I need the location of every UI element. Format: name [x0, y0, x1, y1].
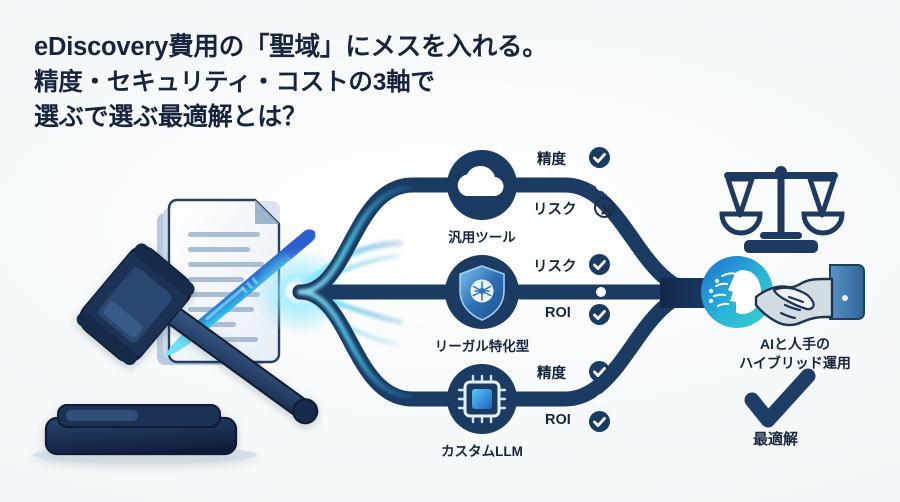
- branch-label-legal-specialized: リーガル特化型: [434, 339, 530, 354]
- title-line-2: 精度・セキュリティ・コストの3軸で: [34, 69, 435, 96]
- check-circle-icon: [589, 147, 610, 168]
- title-line-1: eDiscovery費用の「聖域」にメスを入れる。: [34, 33, 548, 61]
- document-stack-icon: [157, 198, 281, 365]
- branch-label-custom-llm: カスタムLLM: [441, 444, 523, 459]
- cpu-chip-icon: [457, 374, 507, 424]
- ai-human-handshake-icon: [660, 256, 865, 328]
- scales-of-justice-icon: [719, 166, 845, 253]
- branch-node-legal-specialized[interactable]: [445, 255, 519, 329]
- metric-label-general-tool-0: 精度: [537, 152, 566, 168]
- outcome-label-line-1: AIと人手の: [760, 336, 830, 352]
- metric-label-legal-specialized-1: ROI: [545, 305, 571, 321]
- check-circle-icon: [589, 304, 610, 325]
- source-illustration: [33, 198, 416, 464]
- cloud-icon: [457, 165, 504, 197]
- branch-node-custom-llm[interactable]: [447, 364, 517, 434]
- shield-brain-icon: [459, 265, 505, 321]
- metric-label-custom-llm-0: 精度: [537, 366, 566, 382]
- title-line-3: 選ぶで選ぶ最適解とは？: [34, 103, 307, 131]
- conclusion-label: 最適解: [753, 431, 799, 448]
- outcome-label-line-2: ハイブリッド運用: [739, 355, 851, 371]
- branch-node-general-tool[interactable]: [447, 150, 517, 220]
- check-circle-icon: [589, 254, 610, 275]
- gavel-icon: [33, 243, 319, 464]
- branch-label-general-tool: 汎用ツール: [448, 230, 516, 245]
- x-circle-icon: [594, 197, 615, 218]
- metric-label-custom-llm-1: ROI: [545, 412, 571, 428]
- check-circle-icon: [589, 361, 610, 382]
- metric-label-legal-specialized-0: リスク: [533, 259, 577, 275]
- check-circle-icon: [589, 411, 610, 432]
- metric-label-general-tool-1: リスク: [533, 202, 577, 218]
- check-mark-icon: [744, 368, 816, 428]
- page-title: eDiscovery費用の「聖域」にメスを入れる。 精度・セキュリティ・コストの…: [34, 30, 594, 135]
